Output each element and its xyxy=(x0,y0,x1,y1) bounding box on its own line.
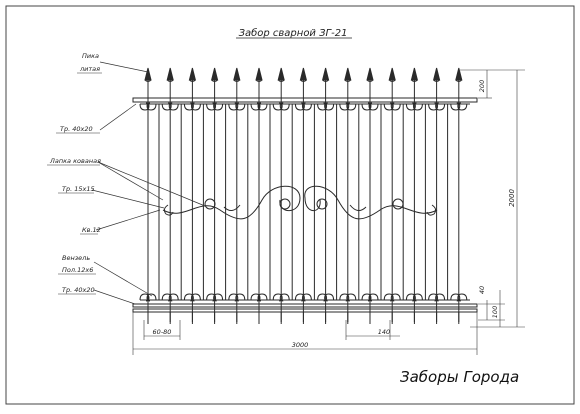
bottom-rail-2 xyxy=(132,308,478,313)
dim-gap: 60-80 xyxy=(153,328,172,336)
scroll-curl xyxy=(412,293,423,302)
bottom-rail xyxy=(132,303,478,308)
scroll-curl xyxy=(301,293,312,302)
picket-collar xyxy=(167,78,174,82)
dim-spacing: 140 xyxy=(378,328,390,336)
picket-collar xyxy=(322,78,329,82)
dim-40: 40 xyxy=(478,286,486,294)
ornament-left xyxy=(162,185,301,220)
ornament-curl xyxy=(223,204,367,211)
scroll-curl xyxy=(457,293,468,302)
picket-collar xyxy=(300,78,307,82)
picket-spike xyxy=(366,67,374,81)
picket-collar xyxy=(144,78,152,82)
picket-spike xyxy=(233,67,241,81)
bottom-dimensions xyxy=(132,312,478,355)
ornament-curl xyxy=(279,198,291,210)
ornament-curl xyxy=(316,198,328,210)
ornament-curl xyxy=(204,198,216,210)
picket-collar xyxy=(411,78,418,82)
picket-collar xyxy=(433,78,440,82)
picket-spike xyxy=(344,67,352,81)
scroll-curl xyxy=(168,293,179,302)
picket-collar xyxy=(389,78,396,82)
dim-width: 3000 xyxy=(292,341,309,349)
picket-spike xyxy=(455,67,463,81)
dim-200: 200 xyxy=(478,80,486,92)
picket-spike xyxy=(321,67,330,81)
scroll-curl xyxy=(257,293,268,302)
picket-collar xyxy=(278,78,285,82)
scroll-curl xyxy=(190,293,201,302)
picket-spike xyxy=(388,67,396,81)
scroll-curl xyxy=(279,293,290,302)
callout-tube-bottom: Тр. 40х20 xyxy=(62,286,95,294)
picket-spike xyxy=(166,67,174,81)
callout-pika-2: литая xyxy=(79,65,100,73)
callout-labels: Пика литая Тр. 40х20 Лапка кованая Тр. 1… xyxy=(47,52,102,295)
picket-spike xyxy=(277,67,285,81)
picket-spike xyxy=(144,67,152,81)
picket-collar xyxy=(344,78,351,82)
callout-tube-15: Тр. 15х15 xyxy=(62,185,95,193)
picket-spike xyxy=(410,67,419,81)
picket-spike xyxy=(432,67,441,81)
callout-pika: Пика xyxy=(82,52,99,60)
scroll-curl xyxy=(146,293,157,302)
scroll-curl xyxy=(435,102,446,111)
scroll-curl xyxy=(301,102,312,111)
ornament-right xyxy=(304,185,438,220)
callout-venzel: Вензель xyxy=(62,254,90,262)
picket-spike xyxy=(255,67,263,81)
ornament-curl xyxy=(392,198,404,210)
scroll-curl xyxy=(146,102,157,111)
scroll-curl xyxy=(235,293,246,302)
scroll-curl xyxy=(235,102,246,111)
sheet-border xyxy=(5,5,575,405)
picket-collar xyxy=(233,78,240,82)
scroll-curl xyxy=(346,102,357,111)
callout-lapka: Лапка кованая xyxy=(49,157,101,165)
callout-tube-top: Тр. 40х20 xyxy=(60,125,93,133)
scroll-curl xyxy=(190,102,201,111)
picket-collar xyxy=(255,78,263,82)
scroll-curl xyxy=(324,293,335,302)
top-rail xyxy=(132,97,478,103)
scroll-curl xyxy=(257,102,268,111)
picket-collar xyxy=(211,78,218,82)
picket-spike xyxy=(299,67,308,81)
picket-spike xyxy=(210,67,219,81)
scroll-curl xyxy=(457,102,468,111)
scroll-curl xyxy=(168,102,179,111)
picket-collar xyxy=(455,78,462,82)
callout-pol: Пол.12х6 xyxy=(62,266,93,274)
dim-2000: 2000 xyxy=(508,189,516,207)
scroll-curl xyxy=(324,102,335,111)
callout-kv12: Кв.12 xyxy=(82,226,101,234)
scroll-curl xyxy=(346,293,357,302)
scroll-curl xyxy=(368,293,379,302)
right-dimensions xyxy=(460,69,525,328)
title-stamp: Заборы Города xyxy=(400,368,520,386)
ornament-curl xyxy=(426,204,437,216)
scroll-curl xyxy=(412,102,423,111)
picket-spike xyxy=(188,67,197,81)
picket-collar xyxy=(189,78,196,82)
scroll-curl xyxy=(213,293,224,302)
scroll-curl xyxy=(390,293,401,302)
drawing-title: Забор сварной ЗГ-21 xyxy=(239,27,348,39)
picket-collar xyxy=(366,78,374,82)
leaders xyxy=(91,61,206,305)
ornament-curl xyxy=(163,204,174,216)
fence xyxy=(132,67,478,324)
scroll-curl xyxy=(368,102,379,111)
scroll-curl xyxy=(435,293,446,302)
dim-100: 100 xyxy=(491,306,499,318)
scroll-curl xyxy=(390,102,401,111)
scroll-curl xyxy=(213,102,224,111)
scroll-curl xyxy=(279,102,290,111)
